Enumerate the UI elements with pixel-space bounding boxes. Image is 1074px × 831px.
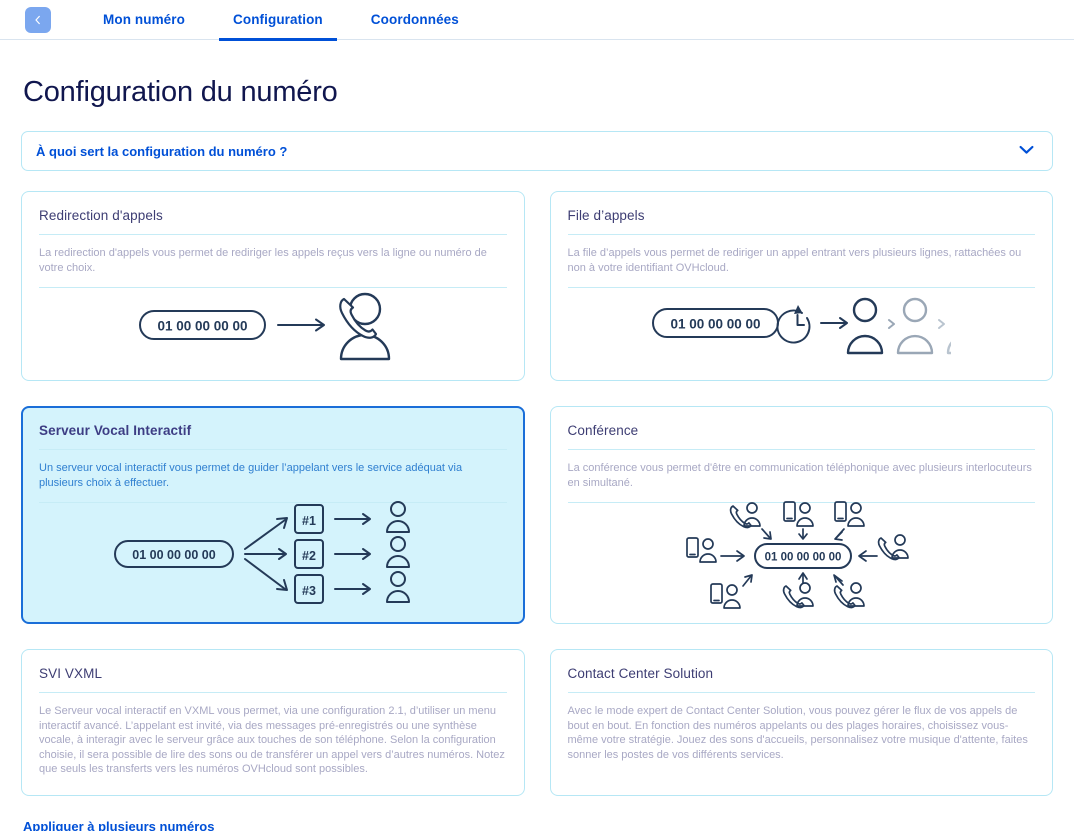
feature-card-grid: Redirection d'appels La redirection d'ap… — [21, 191, 1053, 796]
chevron-left-icon — [32, 14, 44, 26]
card-title: Conférence — [567, 423, 639, 438]
phone-number-label: 01 00 00 00 00 — [765, 552, 842, 564]
card-title: Serveur Vocal Interactif — [39, 423, 192, 438]
card-serveur-vocal-interactif[interactable]: Serveur Vocal Interactif Un serveur voca… — [21, 406, 525, 624]
phone-number-label: 01 00 00 00 00 — [132, 548, 215, 562]
card-conference[interactable]: Conférence La conférence vous permet d'ê… — [549, 406, 1053, 624]
card-redirection[interactable]: Redirection d'appels La redirection d'ap… — [21, 191, 525, 381]
card-divider-bottom — [567, 287, 1035, 289]
card-divider-bottom — [567, 502, 1035, 504]
card-description: La conférence vous permet d'être en comm… — [567, 462, 1032, 489]
card-svi-vxml[interactable]: SVI VXML Le Serveur vocal interactif en … — [21, 649, 525, 796]
card-title: File d’appels — [567, 208, 645, 223]
card-title: SVI VXML — [39, 666, 103, 681]
page-actions: Appliquer à plusieurs numéros Paramétrer — [21, 818, 1053, 831]
ivr-key-label: #1 — [302, 514, 316, 528]
phone-number-label: 01 00 00 00 00 — [157, 319, 247, 334]
tab-list: Mon numéro Configuration Coordonnées — [79, 0, 483, 41]
card-contact-center-solution[interactable]: Contact Center Solution Avec le mode exp… — [549, 649, 1053, 796]
card-description: Un serveur vocal interactif vous permet … — [39, 462, 463, 489]
tab-mon-numero[interactable]: Mon numéro — [103, 12, 185, 27]
card-title: Redirection d'appels — [39, 208, 163, 223]
card-description: La file d’appels vous permet de redirige… — [567, 247, 1022, 274]
card-divider-top — [567, 692, 1035, 693]
card-divider-top — [567, 234, 1035, 235]
page-title: Configuration du numéro — [23, 76, 338, 108]
queue-diagram: 01 00 00 00 00 — [568, 288, 1036, 366]
card-divider-top — [39, 692, 507, 693]
ivr-diagram: 01 00 00 00 00 #1 #2 #3 — [39, 501, 507, 609]
apply-multiple-numbers-link[interactable]: Appliquer à plusieurs numéros — [23, 819, 215, 831]
ivr-key-label: #2 — [302, 549, 316, 563]
card-divider-top — [567, 449, 1035, 450]
card-description: Le Serveur vocal interactif en VXML vous… — [39, 705, 505, 776]
card-description: Avec le mode expert de Contact Center So… — [567, 705, 1028, 761]
chevron-down-icon[interactable] — [1019, 142, 1034, 160]
card-divider-top — [39, 449, 507, 450]
top-tab-bar: Mon numéro Configuration Coordonnées — [0, 0, 1074, 41]
tab-configuration[interactable]: Configuration — [209, 0, 347, 41]
ivr-key-label: #3 — [302, 584, 316, 598]
help-accordion-label: À quoi sert la configuration du numéro ? — [36, 143, 288, 159]
conference-diagram: 01 00 00 00 00 — [568, 501, 1036, 609]
card-file-appels[interactable]: File d’appels La file d’appels vous perm… — [549, 191, 1053, 381]
redirection-diagram: 01 00 00 00 00 — [39, 288, 507, 366]
card-divider-top — [39, 234, 507, 235]
phone-number-label: 01 00 00 00 00 — [671, 317, 761, 332]
card-title: Contact Center Solution — [567, 666, 714, 681]
help-accordion[interactable]: À quoi sert la configuration du numéro ? — [21, 131, 1053, 171]
card-divider-bottom — [39, 502, 507, 504]
card-description: La redirection d'appels vous permet de r… — [39, 247, 487, 274]
back-button[interactable] — [25, 6, 51, 33]
card-divider-bottom — [39, 287, 507, 289]
page-body: Configuration du numéro À quoi sert la c… — [0, 76, 1074, 831]
tab-coordonnees[interactable]: Coordonnées — [370, 12, 459, 27]
